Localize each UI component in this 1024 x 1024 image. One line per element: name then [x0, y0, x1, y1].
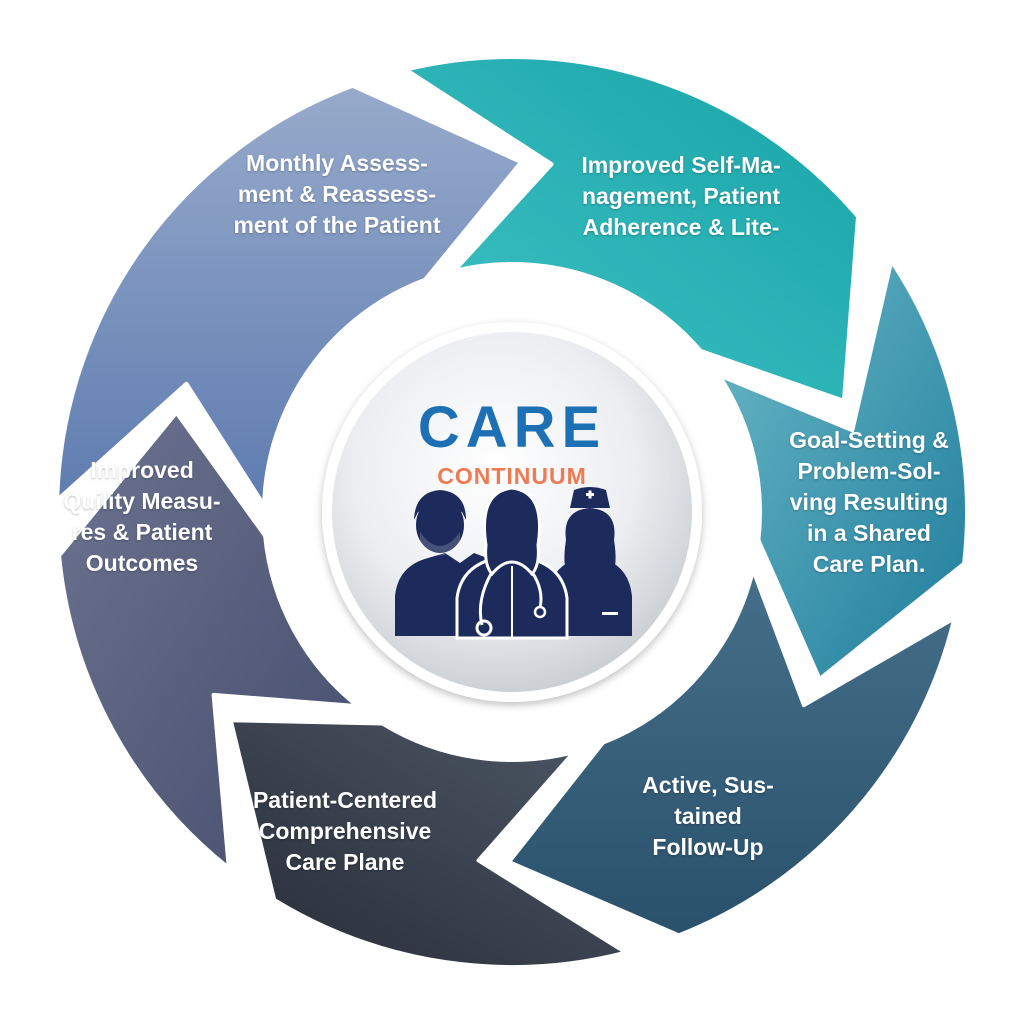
label-active-follow-up-line: tained — [674, 803, 742, 829]
label-patient-centered-plan-line: Patient-Centered — [252, 787, 438, 813]
label-improved-quality-measures-line: Quility Measu- — [63, 488, 221, 514]
label-improved-self-management-line: Adherence & Lite- — [582, 214, 780, 240]
label-improved-self-management-line: Improved Self-Ma- — [581, 152, 781, 178]
label-active-follow-up-line: Active, Sus- — [642, 772, 774, 798]
three-healthcare-workers-icon — [395, 486, 632, 640]
label-monthly-assessment-line: ment of the Patient — [233, 212, 441, 238]
label-goal-setting-line: in a Shared — [807, 520, 931, 546]
label-goal-setting-line: Care Plan. — [812, 551, 926, 577]
center-title: CARE — [417, 395, 607, 460]
label-monthly-assessment: Monthly Assess-ment & Reassess-ment of t… — [197, 148, 477, 241]
segment-patient-centered-plan — [57, 410, 360, 871]
label-improved-quality-measures-line: Outcomes — [85, 550, 199, 576]
segment-monthly-assessment — [403, 55, 860, 403]
label-goal-setting-line: Problem-Sol- — [797, 458, 941, 484]
segment-goal-setting — [506, 567, 957, 938]
label-patient-centered-plan-line: Comprehensive — [258, 818, 432, 844]
label-monthly-assessment-line: ment & Reassess- — [237, 181, 437, 207]
label-goal-setting-line: Goal-Setting & — [789, 427, 949, 453]
label-monthly-assessment-line: Monthly Assess- — [246, 150, 428, 176]
segment-improved-self-management — [716, 258, 970, 681]
center-subtitle: CONTINUUM — [437, 463, 587, 489]
label-improved-quality-measures-line: Improved — [90, 457, 194, 483]
segment-active-follow-up — [228, 718, 628, 969]
label-improved-self-management-line: nagement, Patient — [581, 183, 781, 209]
label-goal-setting: Goal-Setting & Problem-Sol-ving Resulting… — [729, 425, 1009, 580]
label-patient-centered-plan-line: Care Plane — [285, 849, 405, 875]
label-improved-quality-measures-line: res & Patient — [71, 519, 213, 545]
label-goal-setting-line: ving Resulting — [789, 489, 949, 515]
segment-improved-quality-measures — [55, 83, 524, 508]
label-active-follow-up-line: Follow-Up — [652, 834, 764, 860]
